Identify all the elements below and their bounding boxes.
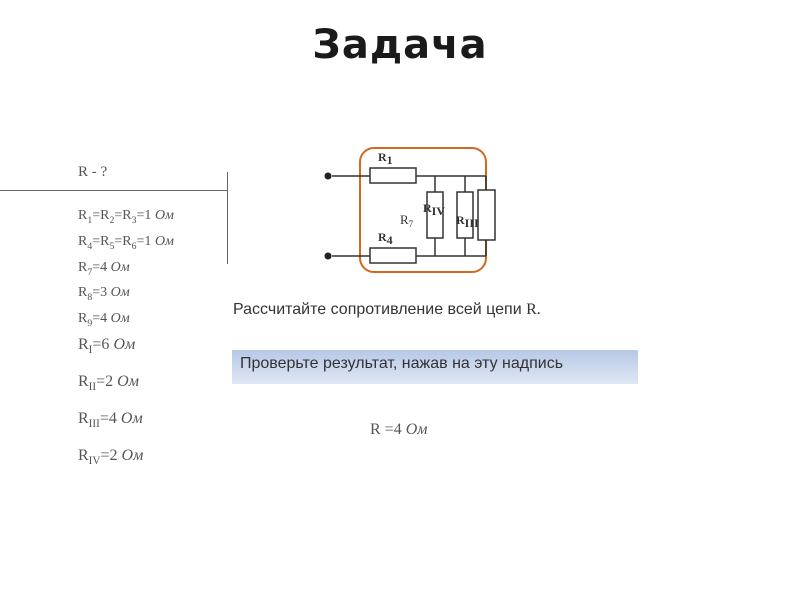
- result-sub: III: [88, 418, 100, 431]
- given-text: =R: [92, 208, 110, 223]
- resistor-riii: [456, 191, 474, 239]
- given-text: Ом: [110, 259, 130, 275]
- wires: [332, 175, 487, 257]
- terminal-bottom: [324, 252, 332, 260]
- given-text: =R: [92, 233, 110, 249]
- given-vertical-divider: [227, 172, 228, 264]
- given-text: =R: [114, 233, 132, 249]
- given-line: R7=4 Ом: [78, 257, 174, 283]
- result-base: R: [78, 373, 89, 390]
- result-sub: I: [88, 344, 93, 357]
- label-r7: R7: [400, 212, 414, 229]
- task-text: Рассчитайте сопротивление всей цепи R.: [233, 301, 541, 319]
- result-val: =6: [92, 336, 114, 353]
- label-riii: RIII: [456, 213, 479, 230]
- label-riv: RIV: [423, 201, 445, 218]
- task-sentence: Рассчитайте сопротивление всей цепи: [233, 301, 527, 318]
- given-text: R: [78, 208, 88, 223]
- given-subscript: 4: [87, 240, 93, 252]
- given-text: Ом: [154, 208, 174, 223]
- answer-unit: Ом: [405, 421, 428, 438]
- task-variable: R.: [526, 301, 541, 318]
- given-text: =R: [114, 208, 132, 223]
- given-line: R8=3 Ом: [78, 282, 174, 308]
- given-text: Ом: [154, 233, 174, 249]
- given-text: =1: [136, 208, 155, 223]
- result-row: RI=6 Ом: [78, 336, 143, 373]
- result-sub: IV: [88, 455, 101, 468]
- given-text: Ом: [110, 311, 130, 327]
- given-block: R - ?: [0, 160, 230, 270]
- given-divider: [0, 190, 228, 191]
- result-base: R: [78, 336, 89, 353]
- result-unit: Ом: [121, 447, 144, 464]
- answer-text: R =4 Ом: [370, 421, 427, 439]
- result-unit: Ом: [120, 410, 143, 427]
- result-base: R: [78, 410, 89, 427]
- result-sub: II: [88, 381, 97, 394]
- resistor-r4: [369, 247, 417, 264]
- given-text: =4: [92, 259, 111, 275]
- given-text: =4: [92, 311, 111, 327]
- given-subscript: 9: [87, 317, 93, 329]
- unknown-label: R - ?: [78, 164, 108, 180]
- label-r4: R4: [378, 230, 393, 247]
- resistor-riv: [426, 191, 444, 239]
- resistor-right: [477, 189, 496, 241]
- given-subscript: 3: [131, 214, 137, 226]
- given-line: R1=R2=R3=1 Ом: [78, 205, 174, 231]
- result-val: =2: [100, 447, 122, 464]
- result-row: RIV=2 Ом: [78, 447, 143, 484]
- result-val: =2: [96, 373, 118, 390]
- label-r1: R1: [378, 150, 393, 167]
- given-text: =1: [136, 233, 155, 249]
- check-result-button[interactable]: Проверьте результат, нажав на эту надпис…: [232, 350, 638, 384]
- slide-title: Задача: [312, 22, 488, 68]
- result-unit: Ом: [117, 373, 139, 390]
- answer-value: R =4: [370, 421, 406, 438]
- given-subscript: 7: [87, 266, 93, 278]
- result-unit: Ом: [113, 336, 136, 353]
- given-line: R9=4 Ом: [78, 308, 174, 334]
- given-subscript: 8: [87, 292, 93, 304]
- given-subscript: 1: [87, 214, 93, 226]
- given-line: R4=R5=R6=1 Ом: [78, 231, 174, 257]
- result-row: RII=2 Ом: [78, 373, 143, 410]
- result-base: R: [78, 447, 89, 464]
- given-subscript: 6: [131, 240, 137, 252]
- result-val: =4: [99, 410, 121, 427]
- result-row: RIII=4 Ом: [78, 410, 143, 447]
- given-text: =3: [92, 285, 111, 301]
- given-text: R: [78, 259, 88, 275]
- given-text: Ом: [110, 285, 130, 301]
- resistor-r1: [369, 167, 417, 184]
- given-subscript: 5: [109, 240, 115, 252]
- terminal-top: [324, 172, 332, 180]
- given-text: R: [78, 285, 88, 301]
- given-subscript: 2: [109, 214, 115, 226]
- given-text: R: [78, 311, 88, 327]
- given-text: R: [78, 233, 88, 249]
